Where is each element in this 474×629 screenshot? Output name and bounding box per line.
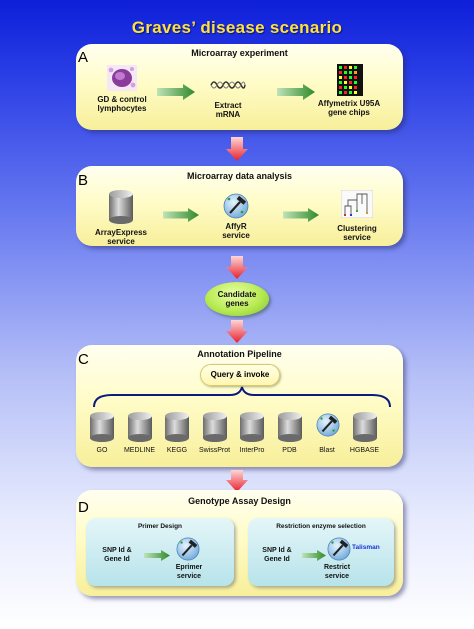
restrict-label: Restrict service	[312, 563, 362, 581]
arrow-restriction	[302, 550, 326, 561]
arrow-a2	[277, 84, 315, 100]
lymphocytes-icon	[107, 65, 137, 91]
affyr-tool-icon	[223, 193, 249, 219]
restrict-tool-icon	[327, 537, 351, 561]
arrow-b1	[163, 208, 199, 222]
mrna-icon	[210, 78, 246, 92]
red-arrow-1	[226, 137, 248, 161]
kegg-database-icon	[165, 412, 189, 442]
go-database-icon	[90, 412, 114, 442]
arrayexpress-label: ArrayExpress service	[81, 228, 161, 246]
arrow-primer	[144, 550, 170, 561]
restriction-input-label: SNP Id & Gene Id	[252, 546, 302, 564]
interpro-database-icon	[240, 412, 264, 442]
annotation-brace	[92, 385, 392, 409]
arrayexpress-database-icon	[109, 190, 133, 224]
primer-input-label: SNP Id & Gene Id	[92, 546, 142, 564]
restriction-enzyme-title: Restriction enzyme selection	[248, 523, 394, 530]
clustering-dendrogram-icon	[341, 190, 373, 218]
diagram-title: Graves’ disease scenario	[0, 18, 474, 38]
affyr-label: AffyR service	[206, 222, 266, 240]
hgbase-database-icon	[353, 412, 377, 442]
candidate-genes-label: Candidate genes	[205, 290, 269, 308]
red-arrow-4	[226, 470, 248, 492]
medline-database-icon	[128, 412, 152, 442]
blast-tool-icon	[316, 413, 340, 437]
eprimer-tool-icon	[176, 537, 200, 561]
lymphocytes-label: GD & control lymphocytes	[82, 95, 162, 113]
query-invoke-box: Query & invoke	[200, 364, 280, 386]
service-label-hgbase: HGBASE	[341, 446, 389, 455]
primer-design-title: Primer Design	[86, 523, 234, 530]
pdb-database-icon	[278, 412, 302, 442]
gene-chip-icon	[337, 64, 363, 96]
gene-chips-label: Affymetrix U95A gene chips	[304, 99, 394, 117]
panel-a-title: Microarray experiment	[76, 48, 403, 58]
clustering-label: Clustering service	[318, 224, 396, 242]
red-arrow-3	[226, 320, 248, 343]
arrow-a1	[157, 84, 195, 100]
extract-mrna-label: Extract mRNA	[196, 101, 260, 119]
arrow-b2	[283, 208, 319, 222]
panel-d-title: Genotype Assay Design	[76, 496, 403, 506]
swissprot-database-icon	[203, 412, 227, 442]
panel-c-title: Annotation Pipeline	[76, 349, 403, 359]
red-arrow-2	[226, 256, 248, 279]
talisman-label: Talisman	[352, 543, 388, 552]
panel-b-title: Microarray data analysis	[76, 171, 403, 181]
eprimer-label: Eprimer service	[164, 563, 214, 581]
